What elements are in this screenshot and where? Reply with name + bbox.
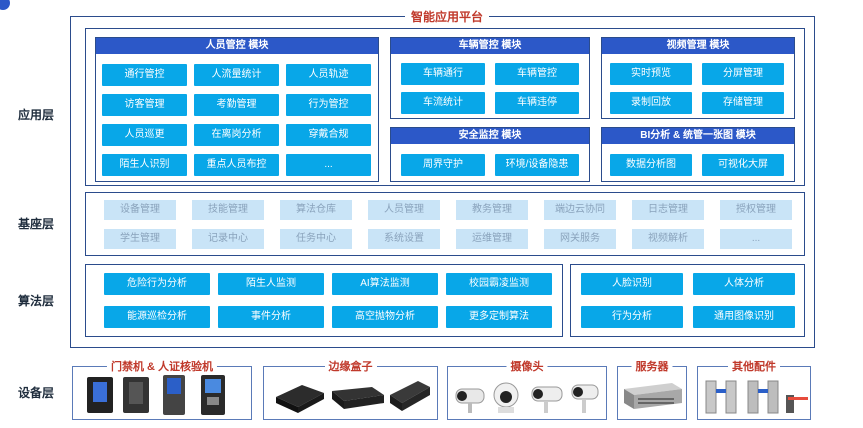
algo-high-throw[interactable]: 高空抛物分析 [332,306,438,328]
module-vehicle: 车辆管控 模块 车辆通行 车辆管控 车流统计 车辆违停 [390,37,590,119]
device-group-other: 其他配件 [697,358,811,420]
btn-vehicle-pass[interactable]: 车辆通行 [401,63,485,85]
base-item-video-parse[interactable]: 视频解析 [632,229,704,249]
algo-layer-frame-right: 人脸识别 人体分析 行为分析 通用图像识别 [570,264,805,337]
base-item-edge-cloud[interactable]: 端边云协同 [544,200,616,220]
layer-label-app: 应用层 [18,108,55,122]
base-item-ops-mgmt[interactable]: 运维管理 [456,229,528,249]
algo-bullying-monitor[interactable]: 校园霸凌监测 [446,273,552,295]
btn-vehicle-control[interactable]: 车辆管控 [495,63,579,85]
btn-traffic-stats[interactable]: 车流统计 [401,92,485,114]
corner-dot-decoration [0,0,10,10]
algo-event-analysis[interactable]: 事件分析 [218,306,324,328]
algo-stranger-monitor[interactable]: 陌生人监测 [218,273,324,295]
turnstile-gate-icons [705,380,808,414]
btn-live-preview[interactable]: 实时预览 [610,63,692,85]
module-safety-title: 安全监控 模块 [391,128,589,144]
algo-custom-more[interactable]: 更多定制算法 [446,306,552,328]
layer-label-algo: 算法层 [18,294,55,308]
device-group-server: 服务器 [617,358,687,420]
base-item-student-mgmt[interactable]: 学生管理 [104,229,176,249]
device-edge-title: 边缘盒子 [324,358,377,374]
device-camera-title: 摄像头 [506,358,548,374]
module-bi-title: BI分析 & 统管一张图 模块 [602,128,794,144]
btn-record-playback[interactable]: 录制回放 [610,92,692,114]
layer-label-base: 基座层 [18,217,55,231]
btn-visual-screen[interactable]: 可视化大屏 [702,154,784,176]
device-access-title: 门禁机 & 人证核验机 [106,358,218,374]
btn-key-person-watch[interactable]: 重点人员布控 [194,154,279,176]
base-item-device-mgmt[interactable]: 设备管理 [104,200,176,220]
base-item-more[interactable]: ... [720,229,792,249]
base-item-people-mgmt[interactable]: 人员管理 [368,200,440,220]
layer-label-device: 设备层 [18,386,55,400]
module-personnel-title: 人员管控 模块 [96,38,378,54]
module-vehicle-title: 车辆管控 模块 [391,38,589,54]
btn-behavior-control[interactable]: 行为管控 [286,94,371,116]
algo-ai-monitor[interactable]: AI算法监测 [332,273,438,295]
server-icon [624,383,682,409]
base-item-record-center[interactable]: 记录中心 [192,229,264,249]
device-server-title: 服务器 [631,358,673,374]
device-group-edge: 边缘盒子 [263,358,438,420]
btn-visitor-mgmt[interactable]: 访客管理 [102,94,187,116]
btn-on-duty-analysis[interactable]: 在离岗分析 [194,124,279,146]
btn-access-control[interactable]: 通行管控 [102,64,187,86]
btn-stranger-recognition[interactable]: 陌生人识别 [102,154,187,176]
algo-energy-inspection[interactable]: 能源巡检分析 [104,306,210,328]
module-personnel: 人员管控 模块 通行管控 人流量统计 人员轨迹 访客管理 考勤管理 行为管控 人… [95,37,379,182]
btn-dress-compliance[interactable]: 穿戴合规 [286,124,371,146]
base-item-gateway[interactable]: 网关服务 [544,229,616,249]
algo-body-analysis[interactable]: 人体分析 [693,273,795,295]
base-item-task-center[interactable]: 任务中心 [280,229,352,249]
algo-behavior-analysis[interactable]: 行为分析 [581,306,683,328]
algo-image-recognition[interactable]: 通用图像识别 [693,306,795,328]
access-terminal-icons [87,375,225,415]
base-item-system-settings[interactable]: 系统设置 [368,229,440,249]
btn-patrol[interactable]: 人员巡更 [102,124,187,146]
platform-title: 智能应用平台 [405,8,490,25]
module-video: 视频管理 模块 实时预览 分屏管理 录制回放 存储管理 [601,37,795,119]
btn-env-hazard[interactable]: 环境/设备隐患 [495,154,579,176]
base-item-skill-mgmt[interactable]: 技能管理 [192,200,264,220]
device-group-camera: 摄像头 [447,358,607,420]
btn-illegal-parking[interactable]: 车辆违停 [495,92,579,114]
btn-attendance[interactable]: 考勤管理 [194,94,279,116]
edge-box-icons [276,381,430,413]
base-item-algo-repo[interactable]: 算法仓库 [280,200,352,220]
btn-perimeter-guard[interactable]: 周界守护 [401,154,485,176]
btn-personnel-more[interactable]: ... [286,154,371,176]
btn-storage-mgmt[interactable]: 存储管理 [702,92,784,114]
btn-split-screen[interactable]: 分屏管理 [702,63,784,85]
device-group-access: 门禁机 & 人证核验机 [72,358,252,420]
base-item-academic-mgmt[interactable]: 教务管理 [456,200,528,220]
module-video-title: 视频管理 模块 [602,38,794,54]
module-bi: BI分析 & 统管一张图 模块 数据分析图 可视化大屏 [601,127,795,182]
btn-data-analysis-chart[interactable]: 数据分析图 [610,154,692,176]
base-layer-frame: 设备管理 技能管理 算法仓库 人员管理 教务管理 端边云协同 日志管理 授权管理… [85,192,805,256]
btn-people-flow[interactable]: 人流量统计 [194,64,279,86]
algo-danger-behavior[interactable]: 危险行为分析 [104,273,210,295]
camera-icons [455,382,599,413]
btn-people-track[interactable]: 人员轨迹 [286,64,371,86]
base-item-log-mgmt[interactable]: 日志管理 [632,200,704,220]
algo-layer-frame-left: 危险行为分析 陌生人监测 AI算法监测 校园霸凌监测 能源巡检分析 事件分析 高… [85,264,563,337]
module-safety: 安全监控 模块 周界守护 环境/设备隐患 [390,127,590,182]
algo-face-recognition[interactable]: 人脸识别 [581,273,683,295]
base-item-license-mgmt[interactable]: 授权管理 [720,200,792,220]
device-other-title: 其他配件 [728,358,780,374]
